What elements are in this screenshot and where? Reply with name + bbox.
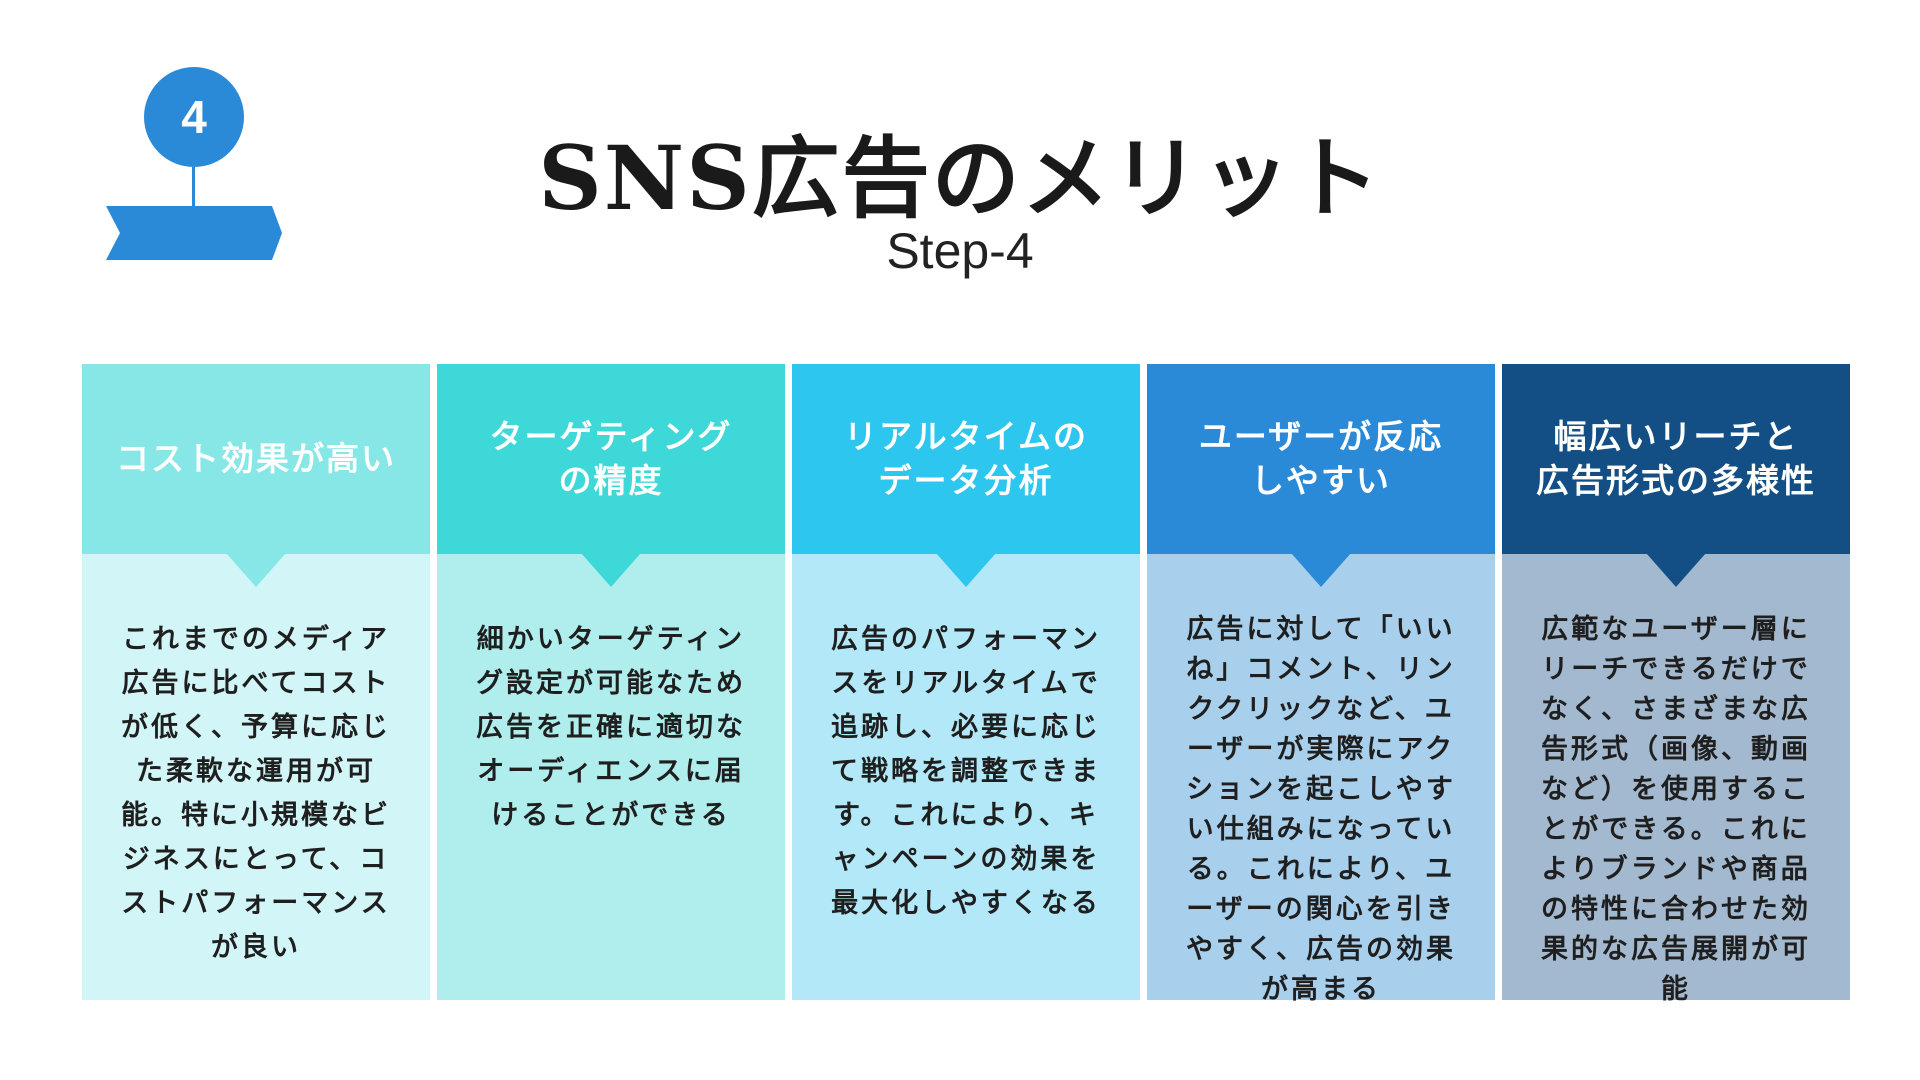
merit-columns: コスト効果が高い これまでのメディア広告に比べてコストが低く、予算に応じた柔軟な… <box>82 364 1850 1005</box>
merit-column: コスト効果が高い これまでのメディア広告に比べてコストが低く、予算に応じた柔軟な… <box>82 364 430 1000</box>
merit-heading: コスト効果が高い <box>82 364 430 554</box>
merit-description: 広範なユーザー層にリーチできるだけでなく、さまざまな広告形式（画像、動画など）を… <box>1502 554 1850 1005</box>
pointer-arrow-icon <box>581 553 641 587</box>
pointer-arrow-icon <box>226 553 286 587</box>
ribbon-arrow-icon <box>106 206 282 260</box>
merit-heading: ターゲティング の精度 <box>437 364 785 554</box>
page-title: SNS広告のメリット <box>538 126 1382 230</box>
merit-description: 細かいターゲティング設定が可能なため広告を正確に適切なオーディエンスに届けること… <box>437 554 785 1000</box>
page-subtitle: Step-4 <box>886 223 1034 279</box>
merit-description: 広告のパフォーマンスをリアルタイムで追跡し、必要に応じて戦略を調整できます。これ… <box>792 554 1140 1000</box>
merit-column: 幅広いリーチと 広告形式の多様性 広範なユーザー層にリーチできるだけでなく、さま… <box>1502 364 1850 1005</box>
step-number-badge: 4 <box>144 67 244 167</box>
merit-heading: ユーザーが反応 しやすい <box>1147 364 1495 554</box>
pointer-arrow-icon <box>1291 553 1351 587</box>
merit-heading: リアルタイムの データ分析 <box>792 364 1140 554</box>
merit-column: ターゲティング の精度 細かいターゲティング設定が可能なため広告を正確に適切なオ… <box>437 364 785 1000</box>
pointer-arrow-icon <box>936 553 996 587</box>
badge-connector-line <box>192 167 195 207</box>
merit-column: リアルタイムの データ分析 広告のパフォーマンスをリアルタイムで追跡し、必要に応… <box>792 364 1140 1000</box>
merit-heading: 幅広いリーチと 広告形式の多様性 <box>1502 364 1850 554</box>
merit-description: これまでのメディア広告に比べてコストが低く、予算に応じた柔軟な運用が可能。特に小… <box>82 554 430 1000</box>
merit-description: 広告に対して「いいね」コメント、リンククリックなど、ユーザーが実際にアクションを… <box>1147 554 1495 1005</box>
pointer-arrow-icon <box>1646 553 1706 587</box>
merit-column: ユーザーが反応 しやすい 広告に対して「いいね」コメント、リンククリックなど、ユ… <box>1147 364 1495 1005</box>
